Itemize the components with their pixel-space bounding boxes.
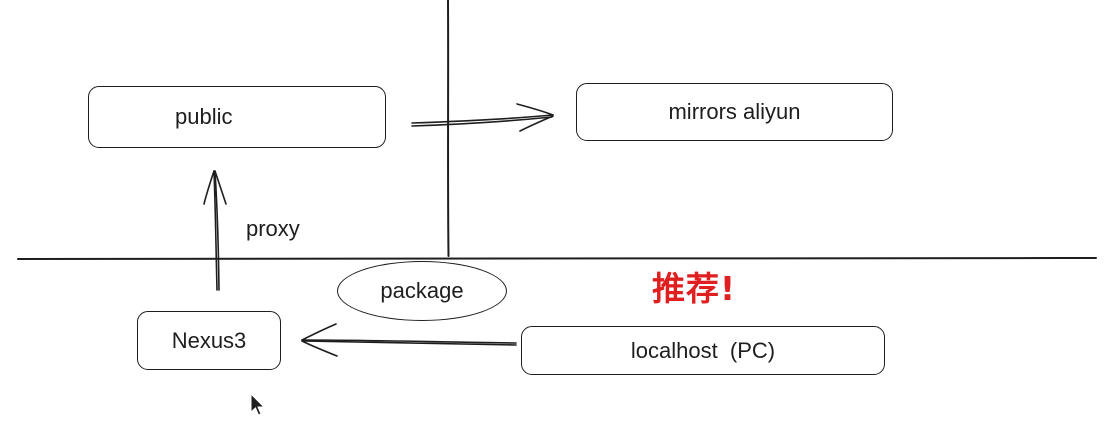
arrow-localhost-to-nexus	[301, 323, 517, 357]
proxy-label: proxy	[246, 216, 300, 241]
node-public: public	[88, 86, 386, 148]
node-nexus3: Nexus3	[137, 311, 281, 370]
node-localhost-label: localhost (PC)	[630, 337, 776, 363]
recommend-label: 推荐!	[652, 269, 737, 308]
node-localhost-pc: localhost (PC)	[521, 326, 885, 375]
node-mirrors-aliyun: mirrors aliyun	[576, 83, 893, 141]
node-mirrors-label: mirrors aliyun	[668, 99, 801, 124]
node-nexus-label: Nexus3	[171, 327, 247, 353]
package-label: package	[380, 278, 464, 303]
vertical-divider	[447, 0, 450, 257]
horizontal-divider	[17, 257, 1097, 261]
node-public-label: public	[175, 104, 233, 129]
arrow-public-to-mirrors	[411, 103, 554, 132]
arrow-nexus-to-public	[203, 170, 227, 291]
package-ellipse: package	[337, 261, 507, 321]
mouse-pointer-icon	[250, 393, 266, 416]
